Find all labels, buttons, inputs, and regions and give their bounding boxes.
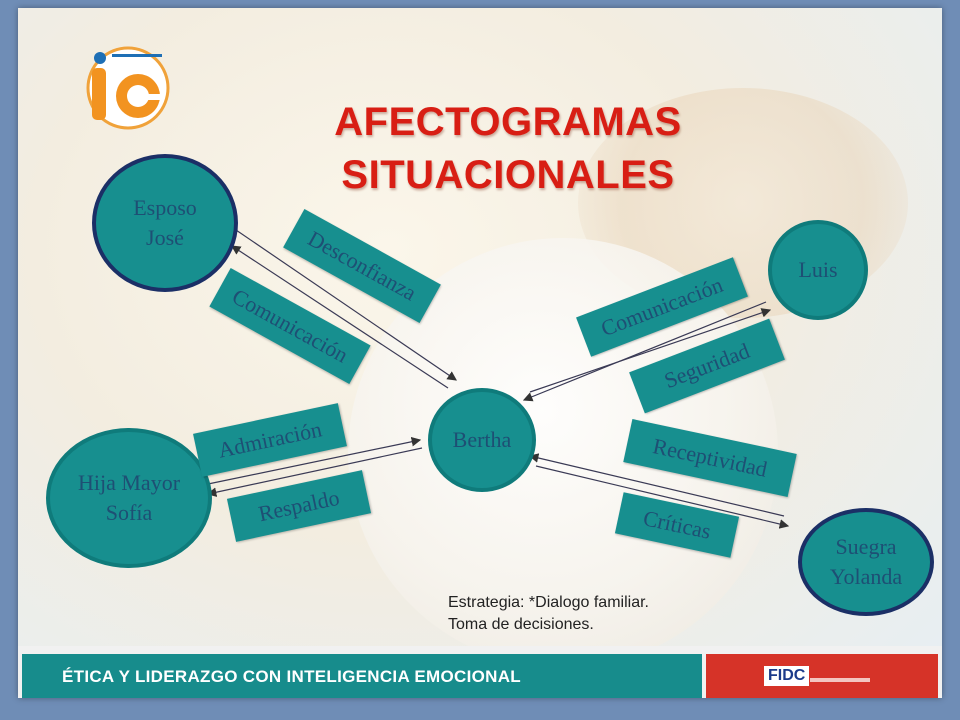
node-bertha: Bertha — [428, 388, 536, 492]
arrow-suegra-to-bertha — [528, 453, 785, 517]
node-esposo-line1: Esposo — [133, 195, 197, 221]
node-bertha-line1: Bertha — [452, 427, 512, 453]
strategy-line1: Estrategia: *Dialogo familiar. — [448, 594, 649, 611]
fidc-logo-subtitle-bar — [810, 678, 870, 682]
arrow-bertha-to-esposo — [230, 245, 449, 389]
node-luis-line1: Luis — [798, 257, 838, 283]
node-esposo-line2: José — [146, 225, 184, 250]
node-hija-line2: Sofía — [105, 500, 153, 525]
strategy-line2: Toma de decisiones. — [448, 615, 594, 633]
arrow-bertha-to-suegra — [535, 465, 790, 529]
footer-title: ÉTICA Y LIDERAZGO CON INTELIGENCIA EMOCI… — [62, 667, 521, 686]
arrow-bertha-to-luis — [529, 308, 772, 393]
relationship-arrows — [206, 229, 790, 529]
node-suegra-line2: Yolanda — [829, 564, 903, 589]
arrow-hija-to-bertha — [207, 437, 422, 485]
strategy-text: Estrategia: *Dialogo familiar. Toma de d… — [448, 592, 649, 635]
footer: ÉTICA Y LIDERAZGO CON INTELIGENCIA EMOCI… — [18, 646, 942, 698]
arrow-luis-to-bertha — [522, 301, 767, 402]
node-hija-line1: Hija Mayor — [77, 470, 181, 496]
slide-title-line2: SITUACIONALES — [341, 153, 675, 197]
footer-brand-panel: FIDC — [706, 654, 938, 698]
ie-logo — [86, 46, 170, 130]
fidc-logo: FIDC — [764, 666, 810, 686]
arrow-esposo-to-bertha — [235, 229, 457, 381]
footer-band: ÉTICA Y LIDERAZGO CON INTELIGENCIA EMOCI… — [22, 654, 702, 698]
arrow-bertha-to-hija — [206, 447, 423, 497]
node-suegra-line1: Suegra — [835, 534, 897, 560]
node-luis: Luis — [768, 220, 868, 320]
slide-title-line1: AFECTOGRAMAS — [334, 100, 682, 144]
